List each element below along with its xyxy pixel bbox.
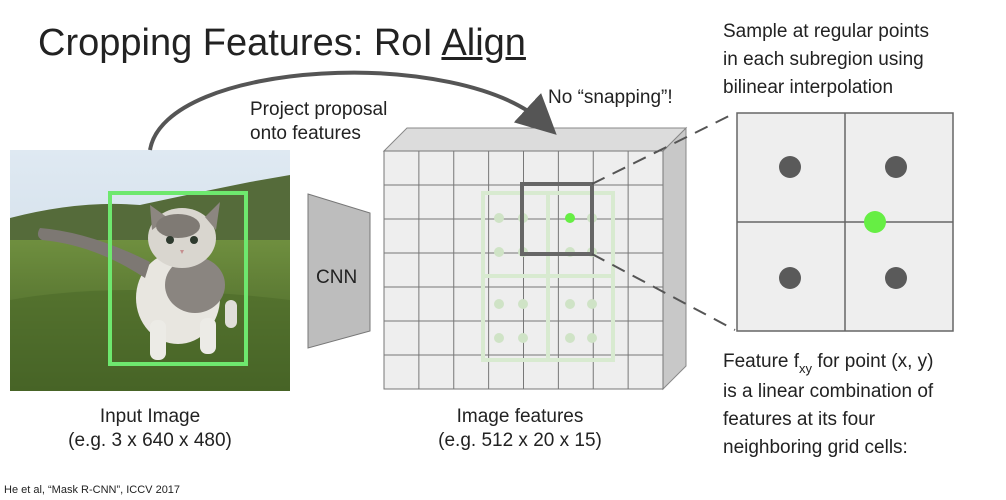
- roi-sample-point: [565, 333, 575, 343]
- sample-text-line1: Sample at regular points: [723, 21, 929, 42]
- image-features-label: Image features: [456, 406, 584, 427]
- input-image-size: (e.g. 3 x 640 x 480): [68, 430, 232, 451]
- sample-point: [779, 267, 801, 289]
- zoom-line-top: [591, 112, 736, 185]
- sample-point: [885, 156, 907, 178]
- roi-sample-point: [587, 299, 597, 309]
- projected-roi: [481, 191, 615, 362]
- project-label-line1: Project proposal: [250, 99, 388, 120]
- feature-text-line1: Feature fxy for point (x, y): [723, 351, 934, 376]
- sample-point-active: [864, 211, 886, 233]
- sample-text-line3: bilinear interpolation: [723, 77, 894, 98]
- slide-title: Cropping Features: RoI Align: [38, 22, 526, 64]
- highlighted-cell: [520, 182, 594, 256]
- roi-sample-point: [587, 333, 597, 343]
- input-image: [10, 150, 290, 391]
- roi-sample-point-active: [565, 213, 575, 223]
- roi-sample-points: [494, 213, 597, 343]
- no-snapping-label: No “snapping”!: [548, 87, 673, 108]
- input-image-label: Input Image: [99, 406, 201, 427]
- roi-sample-point: [494, 299, 504, 309]
- sample-point: [779, 156, 801, 178]
- roi-sample-point: [494, 333, 504, 343]
- proposal-box: [108, 191, 248, 366]
- roi-sample-point: [494, 247, 504, 257]
- feature-text-line2: is a linear combination of: [723, 381, 934, 402]
- zoomed-cell: [736, 112, 954, 332]
- roi-sample-point: [518, 333, 528, 343]
- roi-sample-point: [565, 299, 575, 309]
- feature-map-top: [382, 127, 688, 152]
- image-features-size: (e.g. 512 x 20 x 15): [438, 430, 602, 451]
- cnn-label: CNN: [316, 267, 358, 288]
- zoom-line-bottom: [591, 253, 736, 331]
- feature-map-side: [662, 126, 687, 391]
- project-label-line2: onto features: [250, 123, 361, 144]
- feature-text-line4: neighboring grid cells:: [723, 437, 908, 458]
- sample-text-line2: in each subregion using: [723, 49, 924, 70]
- cnn-block: [307, 193, 371, 349]
- sample-point: [885, 267, 907, 289]
- citation: He et al, “Mask R-CNN”, ICCV 2017: [4, 484, 181, 496]
- roi-sample-point: [494, 213, 504, 223]
- feature-text-line3: features at its four: [723, 409, 876, 430]
- roi-sample-point: [518, 299, 528, 309]
- projection-arrow: [148, 70, 557, 151]
